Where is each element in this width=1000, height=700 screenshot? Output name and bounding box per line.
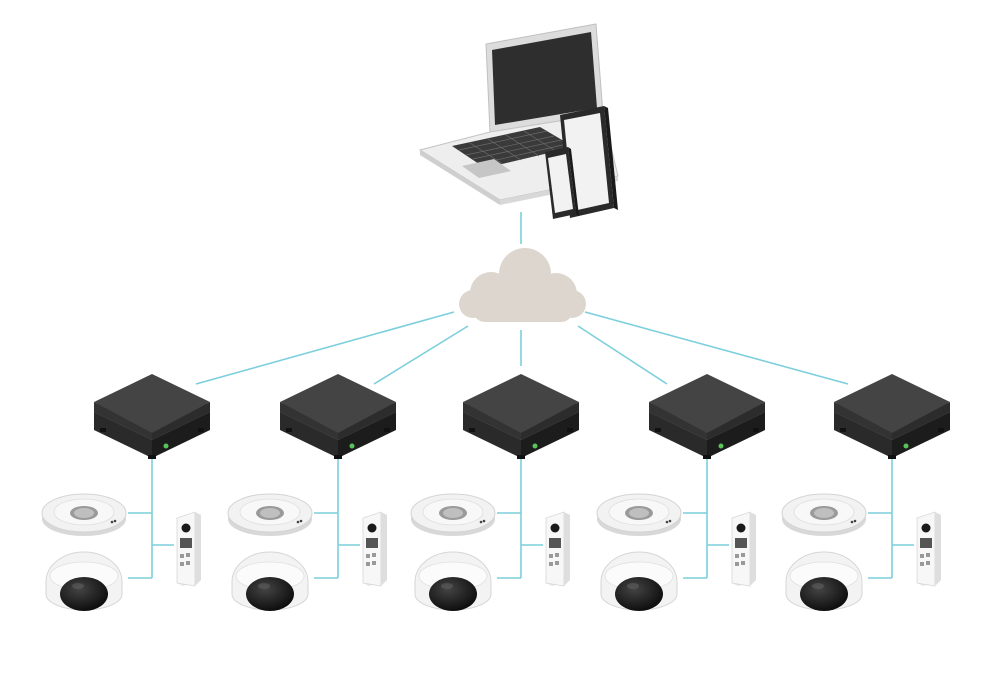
site-2 (227, 373, 397, 612)
cloud-link-2 (373, 325, 469, 385)
cloud-link-5 (584, 311, 849, 385)
cloud-link-4 (577, 325, 668, 385)
cloud-icon (459, 248, 586, 322)
recorder-sites (41, 373, 951, 612)
site-1 (41, 373, 211, 612)
site-5 (781, 373, 951, 612)
connection-lines (195, 212, 849, 385)
smartphone-icon (545, 147, 579, 219)
site-3 (410, 373, 580, 612)
cloud-link-1 (195, 311, 455, 385)
site-4 (596, 373, 766, 612)
client-devices (418, 23, 619, 219)
